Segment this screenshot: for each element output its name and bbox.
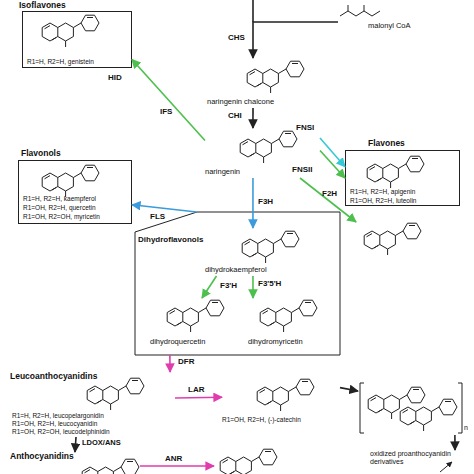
group-box: FlavonesR1=H, R2=H, apigeninR1=OH, R2=H,… — [345, 150, 460, 206]
node-label: dihydromyricetin — [248, 338, 303, 346]
polymer-node: n — [358, 380, 472, 435]
anr-arrow — [140, 465, 214, 467]
node-label: Flavones — [368, 139, 405, 148]
node-label: Dihydroflavonols — [138, 236, 203, 245]
molecule-structure — [247, 61, 304, 93]
node-text: R1=H, R2=H, kaempferol — [23, 195, 96, 202]
reaction-arrow — [253, 22, 338, 58]
reaction-arrow — [132, 59, 205, 140]
node-label: Flavonols — [21, 149, 61, 158]
compound-group: LeucoanthocyanidinsR1=H, R2=H, leucopela… — [10, 372, 175, 437]
enzyme-label: F3'H — [220, 282, 237, 291]
reaction-arrow — [252, 108, 254, 128]
precursor-line — [252, 0, 254, 22]
node-text: R1=H, R2=H, leucopelargonidin — [12, 412, 104, 419]
molecule-structure — [240, 131, 297, 163]
enzyme-label: LDOX/ANS — [82, 439, 121, 447]
node-text: R1=OH, R2=OH, myricetin — [23, 213, 100, 220]
group-box: FlavonolsR1=H, R2=H, kaempferolR1=OH, R2… — [18, 160, 132, 224]
node-text: R1=OH, R2=H, quercetin — [23, 204, 96, 211]
molecule-structure — [167, 300, 224, 332]
node-label: n — [464, 424, 468, 432]
enzyme-label: FNSII — [292, 166, 312, 175]
polygon-outline — [135, 212, 340, 355]
enzyme-label: CHS — [228, 34, 245, 43]
node-label: dihydrokaempferol — [205, 266, 267, 274]
molecule-structure — [364, 223, 421, 255]
reaction-arrow — [202, 276, 217, 298]
group-outline — [135, 212, 340, 355]
reaction-arrow — [252, 276, 254, 298]
molecule-structure — [220, 449, 277, 474]
enzyme-label: CHI — [228, 112, 242, 121]
oxidation-arrow — [440, 462, 452, 472]
enzyme-label: F3H — [258, 198, 273, 207]
node-text: R1=OH, R2=OH, leucodelphinidin — [12, 428, 110, 435]
node-text: R1=H, R2=H, genistein — [27, 58, 94, 65]
group-box: IsoflavonesR1=H, R2=H, genistein — [22, 11, 132, 68]
node-label: Leucoanthocyanidins — [10, 372, 97, 381]
reaction-arrow — [75, 437, 76, 452]
compound-node: naringenin chalcone — [205, 58, 330, 108]
molecule-structure — [87, 378, 144, 410]
node-label: Isoflavones — [19, 1, 66, 10]
node-text: R1=H, R2=H, apigenin — [350, 188, 415, 195]
reaction-arrow — [169, 355, 171, 372]
node-text: R1=OH, R2=H, luteolin — [350, 197, 416, 204]
node-label: Anthocyanidins — [10, 452, 74, 461]
molecule-structure — [368, 387, 425, 419]
molecule-structure — [367, 156, 424, 188]
compound-node: malonyl CoA — [338, 4, 428, 34]
reaction-arrow — [132, 205, 197, 212]
enzyme-label: FNSI — [296, 124, 314, 133]
molecule-structure — [400, 399, 457, 431]
compound-node: oxidized proanthocyanidin derivatives — [370, 450, 470, 472]
group-polygon: Dihydroflavonols dihydrokaempferol dihydro… — [135, 212, 340, 355]
compound-group: Anthocyanidins — [10, 452, 140, 474]
enzyme-label: IFS — [160, 108, 172, 117]
enzyme-label: HID — [108, 74, 122, 83]
node-label: oxidized proanthocyanidin derivatives — [370, 450, 470, 465]
reaction-arrow — [340, 388, 358, 391]
enzyme-label: F3'5'H — [258, 280, 281, 289]
node-label: dihydroquercetin — [150, 338, 205, 346]
reaction-arrow — [320, 138, 345, 167]
enzyme-label: LAR — [188, 386, 204, 395]
reaction-arrow — [252, 178, 254, 228]
node-label: naringenin — [205, 168, 240, 176]
reaction-arrow — [454, 435, 456, 450]
polymer-bracket — [360, 383, 462, 433]
molecule-structure — [42, 165, 99, 197]
reaction-arrow — [320, 151, 345, 179]
compound-node: dihydroquercetin — [145, 298, 240, 348]
molecule-structure — [42, 15, 99, 47]
node-text: R1=OH, R2=H, leucocyanidin — [12, 420, 97, 427]
molecule-structure — [257, 379, 314, 411]
node-label: malonyl CoA — [368, 22, 411, 30]
enzyme-label: FLS — [150, 213, 165, 222]
enzyme-label: F2H — [322, 190, 337, 199]
f2h-arrow — [300, 178, 356, 222]
node-label: naringenin chalcone — [207, 98, 274, 106]
enzyme-label: DFR — [178, 358, 194, 367]
molecule-structure — [242, 231, 299, 263]
compound-node: dihydrokaempferol — [205, 228, 320, 276]
malonyl-structure — [340, 5, 380, 16]
compound-node: dihydromyricetin — [240, 298, 335, 348]
molecule-structure — [260, 300, 317, 332]
molecule-structure — [82, 459, 139, 474]
enzyme-label: ANR — [165, 455, 182, 464]
node-label: R1=OH, R2=H, (-)-catechin — [222, 416, 301, 423]
reaction-arrow — [175, 396, 222, 398]
compound-node: R1=OH, R2=H, (-)-catechin — [222, 378, 340, 426]
